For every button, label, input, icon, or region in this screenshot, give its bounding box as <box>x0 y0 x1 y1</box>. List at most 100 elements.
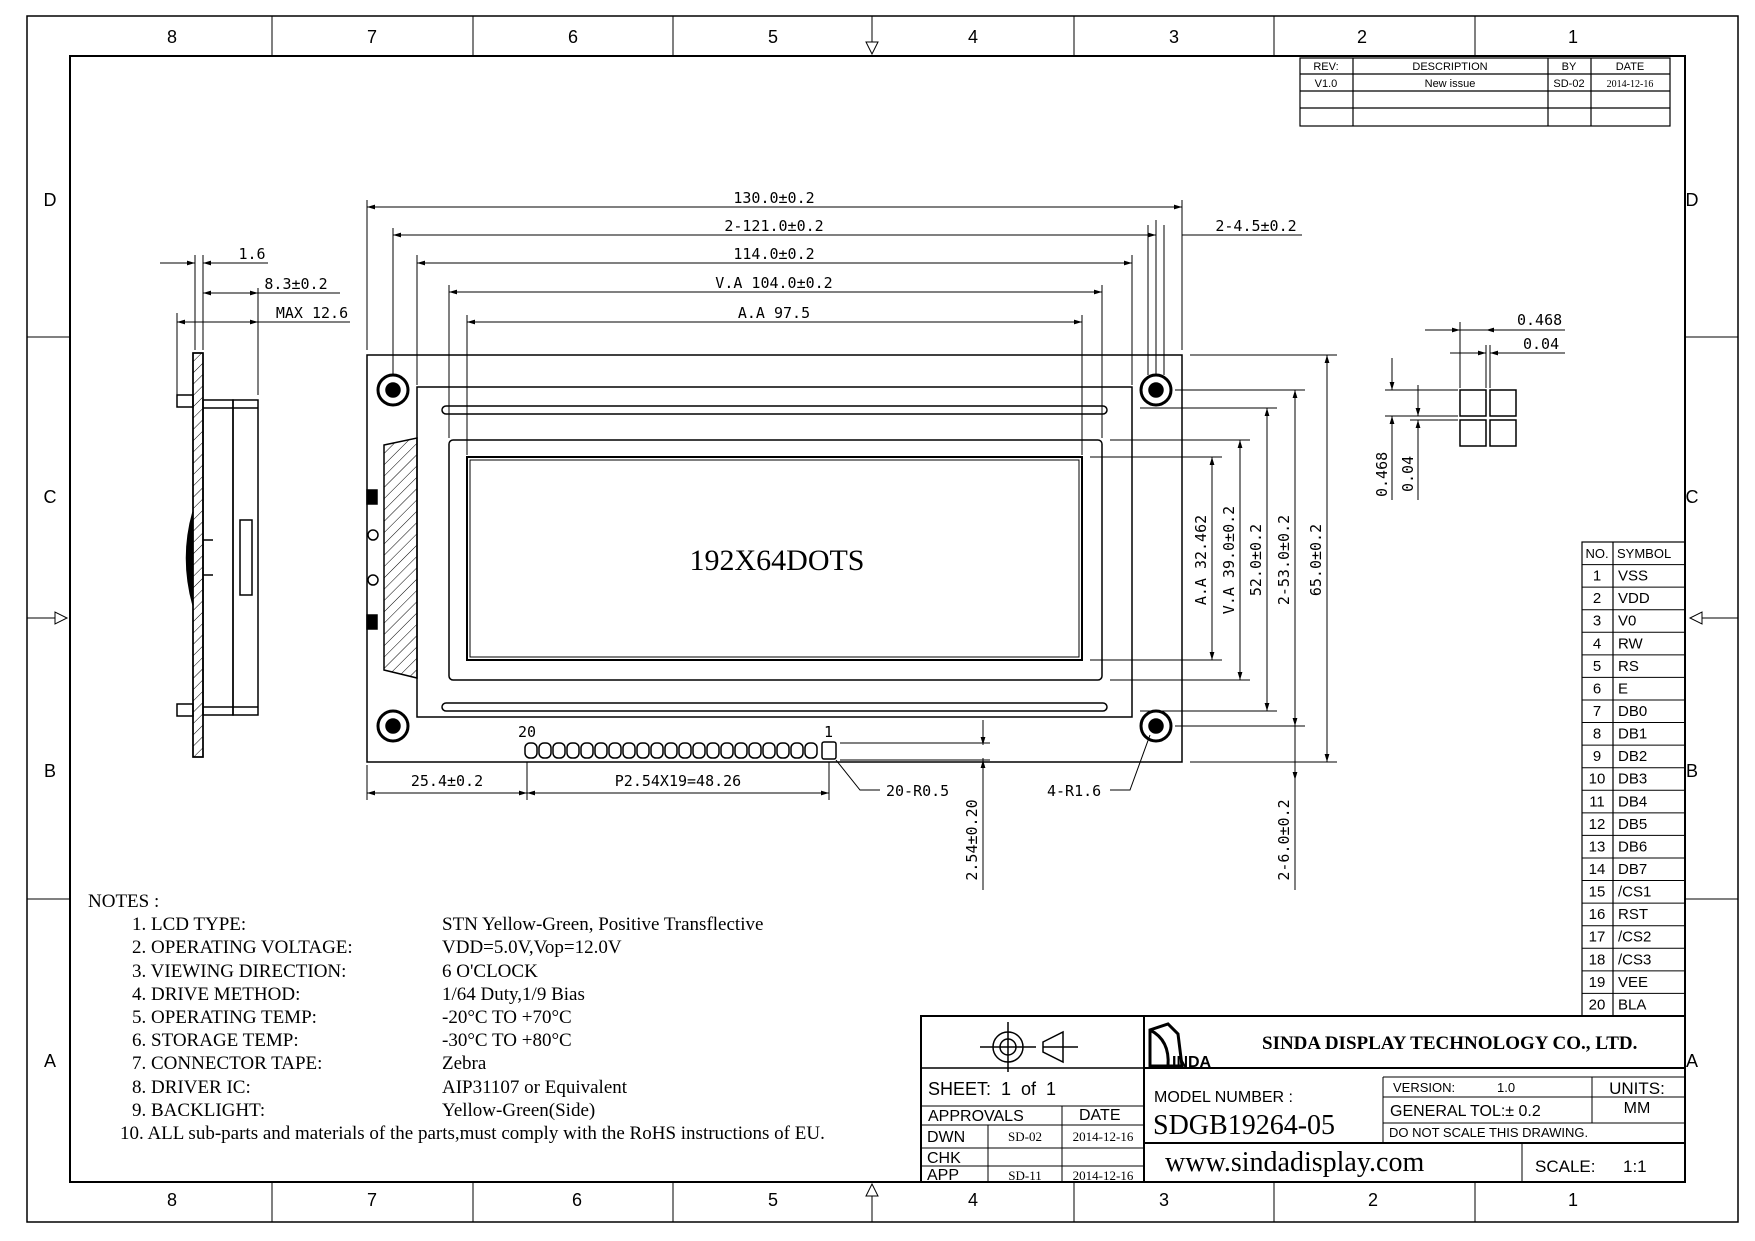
row-label: A <box>44 1051 56 1071</box>
col-label: 5 <box>768 1190 778 1210</box>
dim-pin-pitch: P2.54X19=48.26 <box>615 772 741 790</box>
dim-corner-r: 4-R1.6 <box>1047 782 1101 800</box>
note-label: 1. LCD TYPE: <box>132 914 247 936</box>
pin-symbol: RS <box>1618 658 1639 675</box>
approvals-label: APPROVALS <box>928 1108 1024 1125</box>
scale-value: 1:1 <box>1623 1157 1647 1176</box>
rev-header: REV: <box>1313 61 1338 73</box>
note-last: 10. ALL sub-parts and materials of the p… <box>120 1123 825 1145</box>
pin-symbol: DB2 <box>1618 748 1647 765</box>
pin-number: 6 <box>1593 680 1601 697</box>
model-number: SDGB19264-05 <box>1153 1110 1335 1141</box>
note-value: Yellow-Green(Side) <box>442 1099 596 1121</box>
note-item: 7. CONNECTOR TAPE: Zebra <box>88 1052 825 1075</box>
note-value: -30°C TO +80°C <box>442 1030 572 1052</box>
note-label: 2. OPERATING VOLTAGE: <box>132 937 353 959</box>
pin-number: 9 <box>1593 748 1601 765</box>
pin-number: 1 <box>1593 568 1601 585</box>
pin-number: 11 <box>1589 793 1605 810</box>
dim-8-3: 8.3±0.2 <box>264 275 327 293</box>
note-label: 5. OPERATING TEMP: <box>132 1007 317 1029</box>
revision-table: REV: DESCRIPTION BY DATE V1.0 New issue … <box>1299 57 1671 127</box>
bottom-dims <box>366 734 1151 800</box>
pin-symbol: V0 <box>1618 613 1636 630</box>
pin-number: 12 <box>1589 816 1606 833</box>
pin-last-label: 1 <box>824 723 833 741</box>
front-view <box>366 354 1183 763</box>
note-item: 8. DRIVER IC:AIP31107 or Equivalent <box>88 1076 825 1099</box>
note-label: 3. VIEWING DIRECTION: <box>132 960 347 982</box>
note-label: 7. CONNECTOR TAPE: <box>132 1053 323 1075</box>
pin-number: 19 <box>1589 974 1606 991</box>
rev-header: DATE <box>1616 61 1645 73</box>
rev-cell: SD-02 <box>1553 78 1584 90</box>
note-value: -20°C TO +70°C <box>442 1007 572 1029</box>
dim-1-6: 1.6 <box>238 245 265 263</box>
version-label: VERSION: <box>1393 1080 1455 1095</box>
dot-w: 0.468 <box>1517 311 1562 329</box>
pin-symbol: RST <box>1618 906 1648 923</box>
note-label: 6. STORAGE TEMP: <box>132 1030 299 1052</box>
col-label: 8 <box>167 1190 177 1210</box>
date-label: DATE <box>1079 1107 1120 1124</box>
col-label: 4 <box>968 1190 978 1210</box>
pin-symbol: BLA <box>1618 996 1646 1013</box>
dim-v-va: V.A 39.0±0.2 <box>1220 506 1238 614</box>
pin-symbol: DB0 <box>1618 703 1647 720</box>
pin-number: 4 <box>1593 635 1601 652</box>
note-item: 5. OPERATING TEMP: -20°C TO +70°C <box>88 1006 825 1029</box>
dot-h: 0.468 <box>1373 452 1391 497</box>
note-value: Zebra <box>442 1053 487 1075</box>
col-label: 1 <box>1568 1190 1578 1210</box>
col-label: 3 <box>1159 1190 1169 1210</box>
note-label: 8. DRIVER IC: <box>132 1076 251 1098</box>
dim-max: MAX 12.6 <box>276 304 348 322</box>
row-label: B <box>1686 761 1698 781</box>
pin-symbol: RW <box>1618 635 1644 652</box>
col-label: 7 <box>367 27 377 47</box>
note-item: 2. OPERATING VOLTAGE:VDD=5.0V,Vop=12.0V <box>88 936 825 959</box>
col-label: 6 <box>568 27 578 47</box>
scale-label: SCALE: <box>1535 1157 1595 1176</box>
dim-pin-r: 20-R0.5 <box>886 782 949 800</box>
title-block <box>920 1015 1686 1183</box>
logo-text: INDA <box>1172 1054 1212 1071</box>
pin-number: 16 <box>1589 906 1606 923</box>
pin-number: 2 <box>1593 590 1601 607</box>
dim-121: 2-121.0±0.2 <box>724 217 823 235</box>
pin-symbol: VSS <box>1618 568 1648 585</box>
units-label: UNITS: <box>1609 1079 1665 1098</box>
pin-first-label: 20 <box>518 723 536 741</box>
pin-symbol: /CS2 <box>1618 929 1651 946</box>
chk-label: CHK <box>927 1150 961 1167</box>
dim-pin-offset: 25.4±0.2 <box>411 772 483 790</box>
dwn-by: SD-02 <box>1008 1129 1042 1144</box>
dot-detail <box>1385 322 1565 500</box>
rev-cell: 2014-12-16 <box>1607 79 1654 90</box>
rev-cell: New issue <box>1425 78 1476 90</box>
pin-row <box>524 741 837 760</box>
note-label: 9. BACKLIGHT: <box>132 1099 266 1121</box>
pin-number: 20 <box>1589 996 1606 1013</box>
app-date: 2014-12-16 <box>1073 1168 1134 1183</box>
col-label: 3 <box>1169 27 1179 47</box>
note-item: 3. VIEWING DIRECTION:6 O'CLOCK <box>88 960 825 983</box>
pin-number: 13 <box>1589 838 1606 855</box>
col-label: 2 <box>1357 27 1367 47</box>
row-label: C <box>1686 487 1699 507</box>
row-label: B <box>44 761 56 781</box>
pin-number: 14 <box>1589 861 1606 878</box>
dim-va: V.A 104.0±0.2 <box>715 274 832 292</box>
app-label: APP <box>927 1167 959 1184</box>
pin-symbol: DB6 <box>1618 838 1647 855</box>
col-label: 1 <box>1568 27 1578 47</box>
dot-vgap: 0.04 <box>1399 456 1417 492</box>
pin-symbol: DB7 <box>1618 861 1647 878</box>
dim-aa: A.A 97.5 <box>738 304 810 322</box>
note-item: 1. LCD TYPE:STN Yellow-Green, Positive T… <box>88 913 825 936</box>
model-label: MODEL NUMBER : <box>1154 1089 1293 1106</box>
app-by: SD-11 <box>1008 1168 1041 1183</box>
dim-pin-h: 2.54±0.20 <box>963 799 981 880</box>
notes-title: NOTES : <box>88 891 160 912</box>
